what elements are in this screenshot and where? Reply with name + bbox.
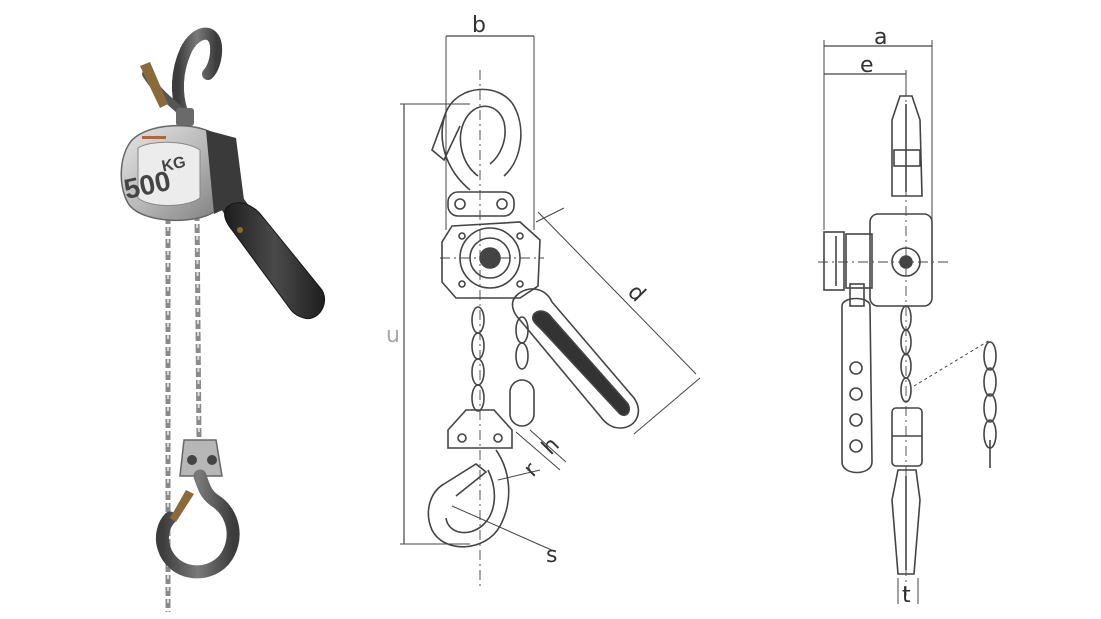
load-chain-right [194, 211, 202, 441]
front-view-labels: b u d h r s [386, 13, 650, 568]
dim-label-a: a [874, 25, 887, 50]
dim-label-b: b [472, 13, 486, 38]
bottom-hook [155, 439, 240, 579]
chain-detail [983, 341, 997, 468]
dim-label-u: u [386, 323, 400, 348]
dim-label-s: s [546, 543, 557, 568]
top-hook [140, 27, 223, 126]
dim-label-e: e [860, 53, 874, 78]
hoist-photo: 500 KG [120, 27, 326, 612]
side-view-labels: a e t [860, 25, 911, 608]
front-view-drawing [400, 35, 701, 590]
dim-label-r: r [519, 457, 544, 482]
handle-rivet [237, 227, 243, 233]
hoist-body: 500 KG [120, 124, 244, 222]
dim-label-h: h [537, 433, 565, 461]
side-view-drawing [818, 40, 997, 604]
dim-label-t: t [902, 583, 911, 608]
capacity-unit: KG [160, 154, 187, 176]
lever-handle [212, 188, 326, 320]
hook-latch [140, 62, 168, 108]
brand-strip [142, 136, 166, 139]
side-view-chain [900, 305, 912, 403]
bottom-hook-latch [170, 490, 194, 522]
